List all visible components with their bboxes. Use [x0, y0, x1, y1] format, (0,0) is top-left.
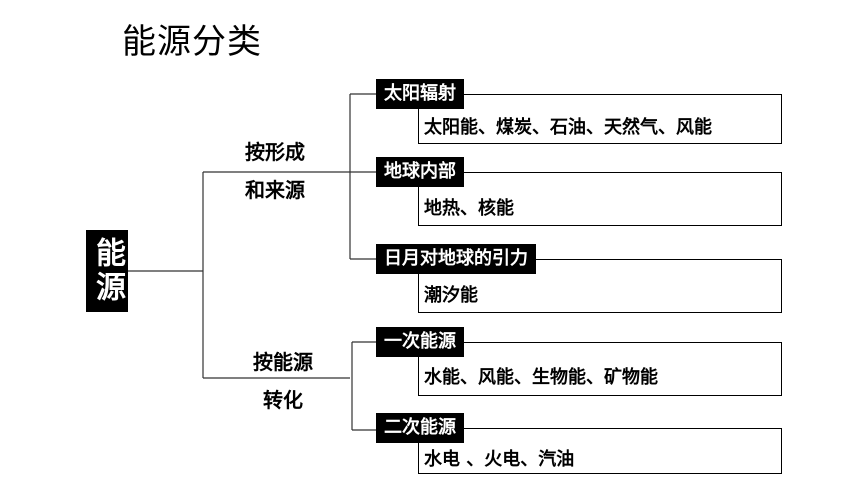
page-title: 能源分类 — [122, 22, 262, 62]
category-content-secondary-energy: 水电 、火电、汽油 — [424, 449, 575, 470]
category-content-solar: 太阳能、煤炭、石油、天然气、风能 — [424, 117, 712, 138]
category-content-primary-energy: 水能、风能、生物能、矿物能 — [424, 367, 658, 388]
branch-label-line1: 按形成 — [245, 140, 305, 164]
category-box-earth-interior — [418, 172, 782, 226]
category-content-gravity: 潮汐能 — [424, 285, 478, 306]
category-tag-earth-interior: 地球内部 — [376, 157, 464, 187]
category-tag-secondary-energy: 二次能源 — [376, 413, 464, 443]
branch-formation-source: 按形成 和来源 — [230, 133, 320, 209]
category-tag-primary-energy: 一次能源 — [376, 327, 464, 357]
category-content-earth-interior: 地热、核能 — [424, 198, 514, 219]
branch-energy-conversion: 按能源 转化 — [238, 343, 328, 419]
category-tag-solar: 太阳辐射 — [376, 79, 464, 109]
category-box-primary-energy — [418, 342, 782, 396]
category-box-secondary-energy — [418, 428, 782, 474]
category-box-solar — [418, 94, 782, 144]
root-node: 能源 — [86, 230, 128, 312]
category-tag-gravity: 日月对地球的引力 — [376, 244, 536, 274]
branch-label-line2: 和来源 — [245, 178, 305, 202]
branch-label-line1: 按能源 — [253, 350, 313, 374]
branch-label-line2: 转化 — [263, 388, 303, 412]
